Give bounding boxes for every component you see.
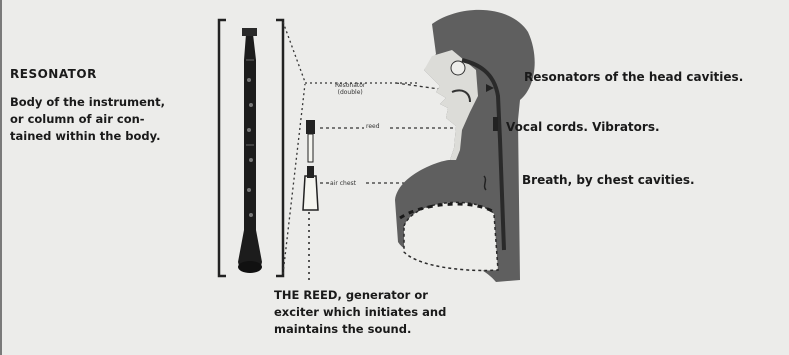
reed-caption-line: exciter which initiates and [274, 304, 446, 321]
reed-caption: THE REED, generator or exciter which ini… [274, 287, 446, 338]
reed-icon [303, 120, 318, 284]
head-cavities-label: Resonators of the head cavities. [524, 69, 743, 86]
reed-small-label: reed [366, 123, 380, 130]
air-chest-label: air chest [330, 180, 356, 187]
human-profile-icon [395, 10, 535, 282]
resonator-small-label: Resonator [335, 82, 365, 89]
reed-caption-line: maintains the sound. [274, 321, 446, 338]
vocal-cords-label: Vocal cords. Vibrators. [506, 119, 660, 136]
clarinet-icon [238, 28, 262, 273]
resonator-title: RESONATOR [10, 66, 97, 83]
resonator-description: Body of the instrument, or column of air… [10, 94, 210, 145]
resonator-double-label: Resonator (double) [335, 82, 365, 96]
resonator-line: Body of the instrument, [10, 94, 210, 111]
resonator-line: or column of air con- [10, 111, 210, 128]
breath-label: Breath, by chest cavities. [522, 172, 695, 189]
resonator-double-sub: (double) [335, 89, 365, 96]
resonator-line: tained within the body. [10, 128, 210, 145]
reed-caption-line: THE REED, generator or [274, 287, 446, 304]
